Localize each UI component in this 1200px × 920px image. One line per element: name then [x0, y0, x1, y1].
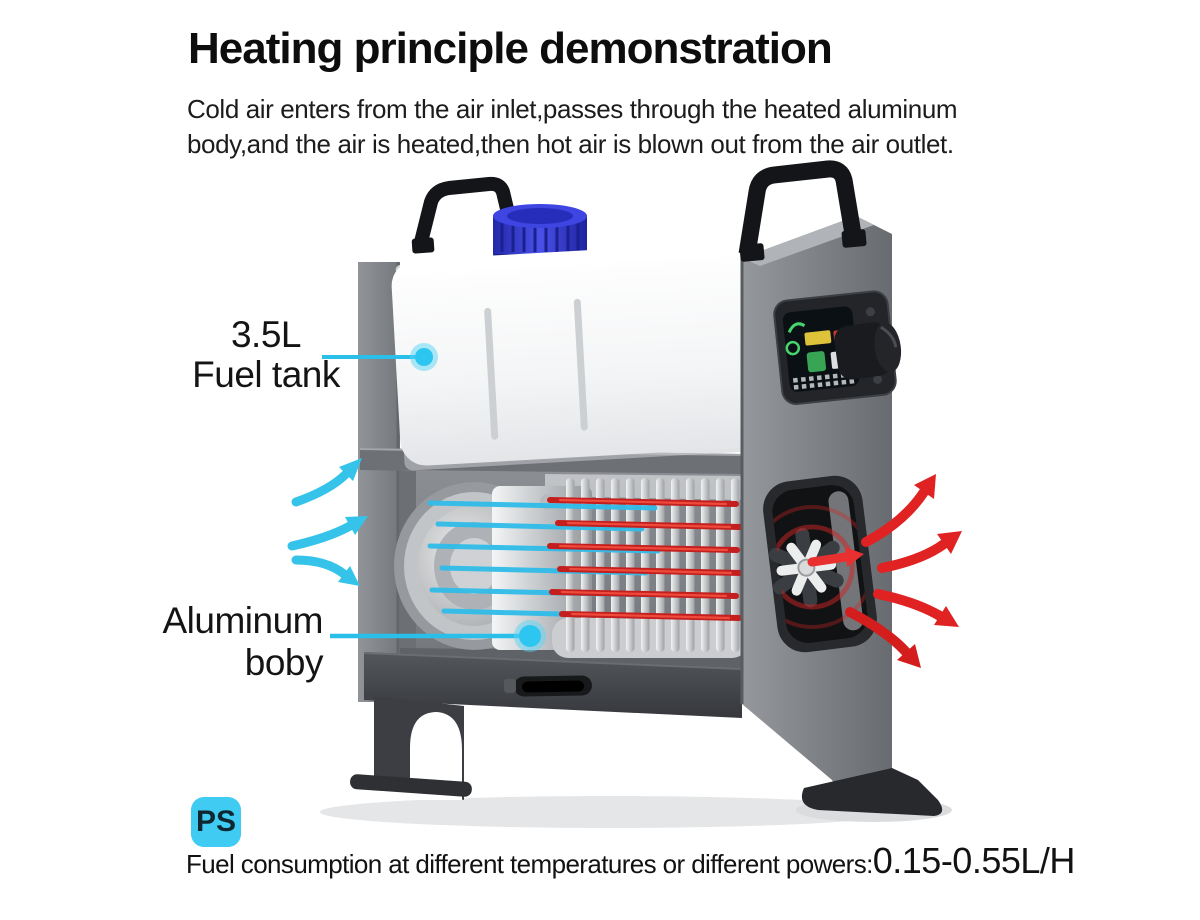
callout-aluminum-body: Aluminum boby — [160, 600, 324, 684]
base-handle-slot — [503, 675, 592, 697]
aluminum-body-label-line2: boby — [244, 642, 324, 683]
ps-badge: PS — [191, 797, 241, 847]
fuel-tank-leader — [322, 343, 438, 371]
subtitle-line-1: Cold air enters from the air inlet,passe… — [187, 94, 958, 124]
base-left-foot — [350, 774, 472, 797]
subtitle-line-2: body,and the air is heated,then hot air … — [187, 129, 954, 159]
fuel-consumption-value: 0.15-0.55L/H — [872, 840, 1076, 881]
carry-handle-right-icon — [738, 160, 867, 262]
hot-air-arrow-icon — [877, 531, 962, 573]
hot-air-arrow-icon — [873, 589, 959, 627]
cold-air-arrow-icon — [291, 555, 360, 586]
base-frame — [350, 652, 743, 800]
hot-air-arrow-icon — [807, 547, 864, 567]
hot-air-arrow-icon — [861, 474, 936, 547]
base-arch-cutout — [410, 712, 462, 800]
frame-left-column — [358, 262, 400, 702]
fuel-tank-label: Fuel tank — [192, 354, 340, 395]
callout-fuel-tank: 3.5L Fuel tank — [192, 314, 340, 395]
control-knob — [834, 322, 902, 380]
aluminum-body-leader — [330, 620, 546, 652]
fuel-tank-capacity: 3.5L — [230, 314, 302, 355]
base-right-foot — [801, 768, 943, 816]
hot-air-lines — [547, 497, 744, 621]
tank-slot — [484, 307, 499, 440]
tank-slot — [573, 298, 588, 431]
cold-air-arrow-icon — [287, 516, 368, 551]
hot-air-arrow-icon — [845, 607, 921, 668]
page-subtitle: Cold air enters from the air inlet,passe… — [187, 92, 958, 162]
footer-note-row: Fuel consumption at different temperatur… — [186, 840, 1075, 882]
aluminum-body-label-line1: Aluminum — [162, 600, 324, 641]
cold-air-arrow-icon — [291, 458, 362, 507]
fuel-consumption-note: Fuel consumption at different temperatur… — [186, 849, 873, 879]
hot-air-arrows — [807, 474, 962, 668]
leader-dot-fuel-tank — [415, 348, 433, 366]
leader-dot-aluminum-body — [519, 625, 541, 647]
cold-air-arrows — [287, 458, 368, 586]
heat-exchanger-fins — [552, 478, 748, 658]
page-title: Heating principle demonstration — [188, 24, 833, 73]
